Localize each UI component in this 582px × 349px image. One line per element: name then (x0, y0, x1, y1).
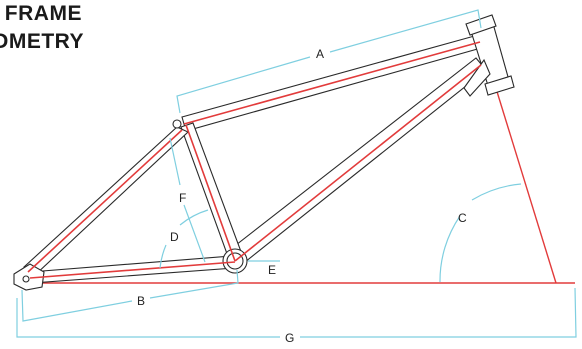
dimension-b-line-2 (149, 269, 239, 299)
dimension-label-b: B (137, 294, 145, 308)
chain-stay-centerline (29, 261, 236, 279)
dimension-b-line (21, 289, 133, 322)
head-tube-bottom-cap (484, 75, 515, 96)
dimension-d-arc (159, 244, 167, 269)
dimension-g-line-2 (300, 287, 577, 338)
dimension-a-line (176, 56, 311, 114)
down-tube-centerline (234, 64, 482, 262)
dimension-label-g: G (285, 331, 294, 345)
dimension-label-d: D (170, 230, 179, 244)
dimension-d-arc-2 (179, 209, 209, 226)
frame-tubes (13, 14, 515, 291)
dimension-lines (16, 9, 577, 338)
title-line-1: " FRAME (0, 2, 82, 25)
dimension-label-a: A (316, 47, 324, 61)
dimension-label-e: E (268, 263, 276, 277)
gusset (463, 58, 491, 97)
dimension-f-line-2 (183, 204, 206, 263)
page-title: " FRAME OMETRY (0, 0, 84, 56)
rear-dropout (13, 263, 45, 291)
seat-clamp (172, 119, 182, 129)
dimension-label-f: F (179, 191, 186, 205)
seat-tube (180, 122, 244, 263)
dimension-c-arc-2 (471, 183, 522, 201)
seat-tube-centerline (185, 124, 236, 262)
dimension-a-line-2 (329, 9, 482, 53)
top-tube-centerline (183, 41, 481, 125)
frame-centerlines (27, 41, 482, 279)
rear-axle (22, 275, 30, 283)
title-line-2: OMETRY (0, 30, 85, 53)
dimension-label-c: C (458, 211, 467, 225)
seat-stay-centerline (27, 129, 183, 273)
dimension-f-line (169, 137, 181, 186)
down-tube (226, 57, 487, 267)
dimension-g-line (16, 298, 280, 338)
dimension-c-arc (439, 215, 461, 283)
